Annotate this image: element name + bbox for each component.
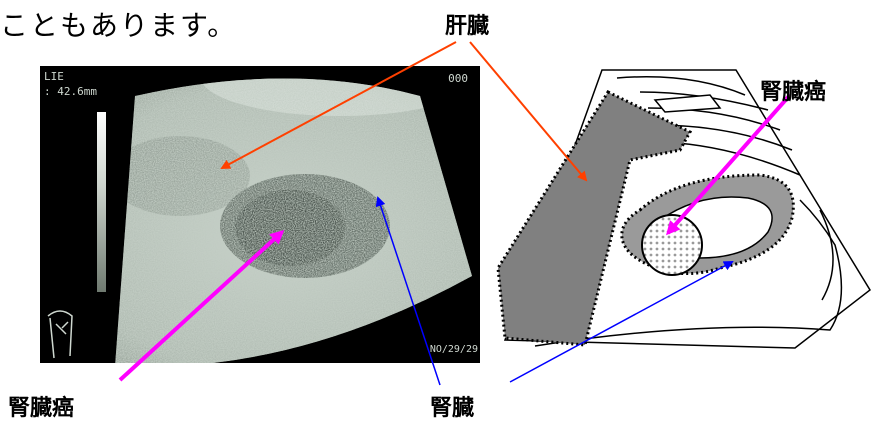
- liver-arrows: [222, 42, 586, 180]
- schematic-diagram: [498, 70, 870, 348]
- liver-arrow-diagram: [470, 42, 586, 180]
- label-liver: 肝臓: [445, 8, 489, 40]
- label-kidney-cancer-photo: 腎臓癌: [8, 390, 74, 422]
- kidney-arrow-photo: [378, 198, 440, 385]
- label-kidney: 腎臓: [430, 390, 474, 422]
- cancer-arrow-photo: [120, 232, 282, 380]
- label-kidney-cancer-diagram: 腎臓癌: [760, 74, 826, 106]
- kidney-tumor: [642, 215, 702, 275]
- liver-arrow-photo: [222, 42, 456, 168]
